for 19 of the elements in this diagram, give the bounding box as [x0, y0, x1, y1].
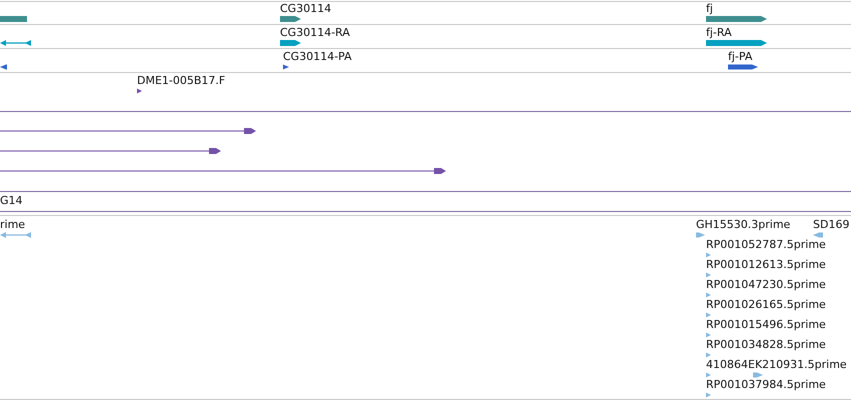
- feature-label: rime: [0, 218, 26, 231]
- feature-label: RP001047230.5prime: [706, 278, 826, 291]
- feature-label: RP001037984.5prime: [706, 378, 826, 391]
- feature-label: 410864EK210931.5prime: [706, 358, 847, 371]
- feature-label: CG30114-RA: [280, 26, 350, 39]
- feature-label: SD169: [813, 218, 850, 231]
- feature-label: GH15530.3prime: [696, 218, 790, 231]
- feature-label: RP001015496.5prime: [706, 318, 826, 331]
- feature-label: fj: [706, 2, 713, 15]
- feature-label: fj-RA: [706, 26, 732, 39]
- feature-label: CG30114: [280, 2, 332, 15]
- feature-label: RP001052787.5prime: [706, 238, 826, 251]
- feature-label: G14: [0, 194, 23, 207]
- feature-label: DME1-005B17.F: [137, 74, 226, 87]
- feature-label: RP001026165.5prime: [706, 298, 826, 311]
- feature-label: fj-PA: [728, 50, 752, 63]
- feature-label: RP001034828.5prime: [706, 338, 826, 351]
- feature-label: CG30114-PA: [283, 50, 352, 63]
- feature-label: RP001012613.5prime: [706, 258, 826, 271]
